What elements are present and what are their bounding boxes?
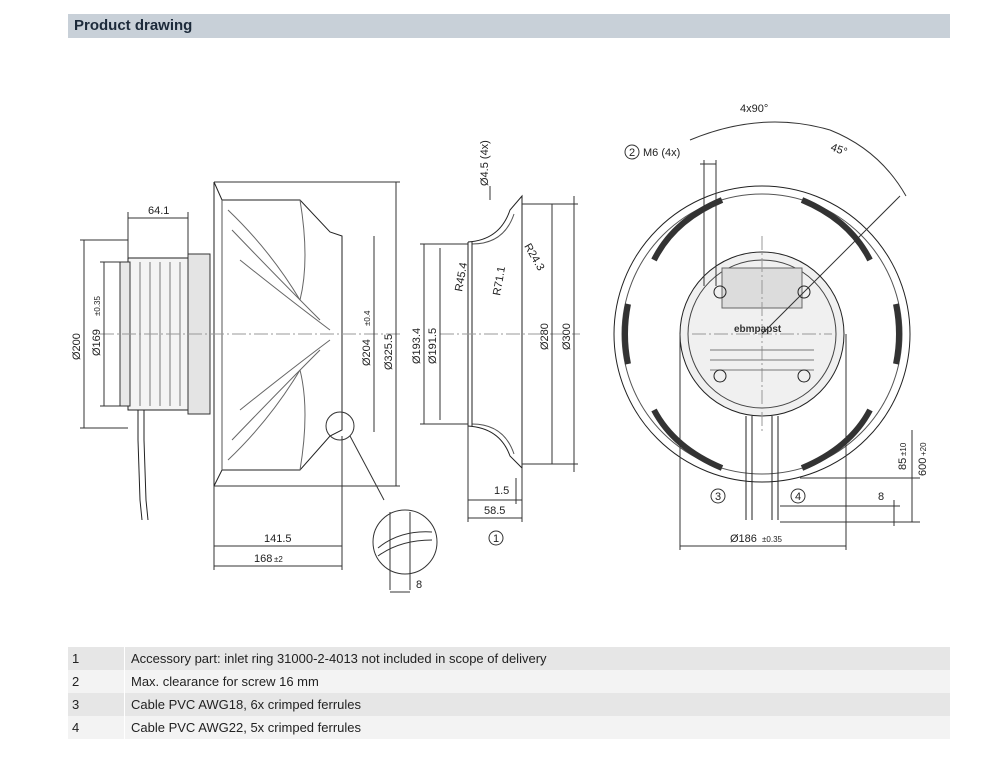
- dim-dia-280: Ø280: [539, 323, 551, 350]
- note-number: 3: [68, 693, 125, 716]
- note-row: 2 Max. clearance for screw 16 mm: [68, 670, 950, 693]
- front-view: [613, 121, 920, 550]
- inlet-ring-view: [420, 186, 580, 522]
- section-header: Product drawing: [68, 14, 950, 38]
- note-text: Cable PVC AWG22, 5x crimped ferrules: [131, 720, 361, 735]
- dim-dia-204-tol: ±0.4: [363, 310, 372, 326]
- detail-circle: [372, 509, 438, 575]
- dim-dia-204: Ø204: [361, 339, 373, 366]
- dim-dia-169: Ø169: [91, 329, 103, 356]
- product-drawing: 64.1 Ø200 Ø169 ±0.35 Ø204 ±0.4 Ø325.5 14…: [71, 103, 929, 593]
- notes-table: 1 Accessory part: inlet ring 31000-2-401…: [68, 647, 950, 739]
- outer-ring: [613, 185, 911, 483]
- dim-len-168-tol: ±2: [274, 555, 283, 564]
- dim-dia-186: Ø186: [730, 533, 757, 545]
- note-text: Max. clearance for screw 16 mm: [131, 674, 319, 689]
- dim-dia-300: Ø300: [561, 323, 573, 350]
- dim-len-168: 168: [254, 553, 272, 565]
- dim-dia-169-tol: ±0.35: [93, 295, 102, 316]
- dim-holes: Ø4.5 (4x): [479, 140, 491, 186]
- callout-circle-3: [710, 488, 726, 504]
- note-row: 4 Cable PVC AWG22, 5x crimped ferrules: [68, 716, 950, 739]
- callout-circle-4: [790, 488, 806, 504]
- dim-r71: R71.1: [491, 266, 508, 297]
- dim-58-5: 58.5: [484, 505, 505, 517]
- dim-dia-325: Ø325.5: [383, 334, 395, 370]
- dim-dia-186-tol: ±0.35: [762, 535, 783, 544]
- note-number: 2: [68, 670, 125, 693]
- dim-r24: R24.3: [521, 242, 546, 273]
- dim-detail-8: 8: [416, 579, 422, 591]
- brand-logo: ebmpapst: [734, 324, 782, 335]
- callout-circle-1: [488, 530, 504, 546]
- callout-1: 1: [493, 533, 499, 545]
- dim-angle-45: 45°: [829, 142, 849, 159]
- note-text: Accessory part: inlet ring 31000-2-4013 …: [131, 651, 547, 666]
- dim-cable-85-tol: ±10: [899, 442, 908, 456]
- note-row: 1 Accessory part: inlet ring 31000-2-401…: [68, 647, 950, 670]
- dim-dia-193: Ø193.4: [411, 328, 423, 364]
- callout-3: 3: [715, 491, 721, 503]
- screw-hole: [713, 285, 727, 299]
- dim-screw: M6 (4x): [643, 147, 680, 159]
- callout-circle-2: [624, 144, 640, 160]
- note-row: 3 Cable PVC AWG18, 6x crimped ferrules: [68, 693, 950, 716]
- dim-angle-4x90: 4x90°: [740, 103, 768, 115]
- side-view: [80, 181, 438, 593]
- dim-1-5: 1.5: [494, 485, 509, 497]
- section-title: Product drawing: [74, 17, 193, 34]
- dim-dia-200: Ø200: [71, 333, 83, 360]
- dim-width-motor: 64.1: [148, 205, 169, 217]
- side-cable: [137, 410, 143, 521]
- impeller-outline: [213, 181, 343, 487]
- callout-2: 2: [629, 147, 635, 159]
- dim-cable-85: 85: [897, 458, 909, 470]
- dim-dia-191: Ø191.5: [427, 328, 439, 364]
- dim-cable-8: 8: [878, 491, 884, 503]
- inlet-ring-profile: [467, 194, 523, 470]
- note-text: Cable PVC AWG18, 6x crimped ferrules: [131, 697, 361, 712]
- callout-4: 4: [795, 491, 801, 503]
- dim-r45: R45.4: [453, 262, 470, 293]
- dim-cable-600: 600: [917, 458, 929, 476]
- dim-cable-600-tol: +20: [919, 442, 928, 456]
- note-number: 1: [68, 647, 125, 670]
- note-number: 4: [68, 716, 125, 739]
- dim-len-141: 141.5: [264, 533, 292, 545]
